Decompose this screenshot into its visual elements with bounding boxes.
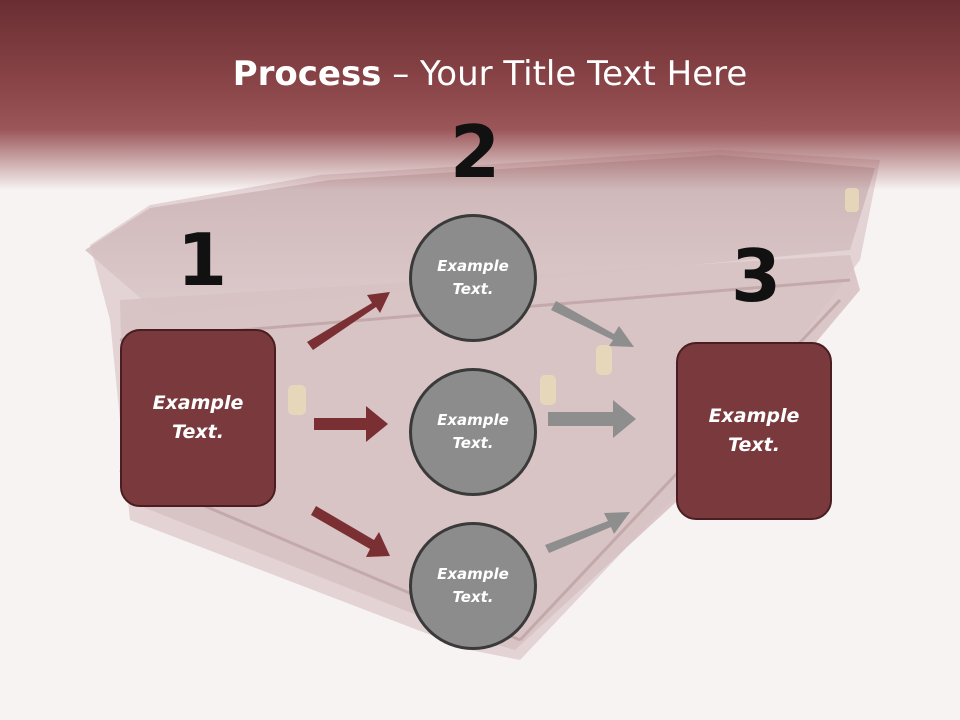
step-number-2: 2: [450, 110, 501, 194]
step-box-3: Example Text.: [676, 342, 832, 520]
arrow-1-to-circle-middle: [314, 406, 388, 442]
arrow-1-to-circle-bottom: [311, 506, 390, 557]
circle-top: Example Text.: [409, 214, 537, 342]
step-number-1: 1: [177, 218, 228, 302]
arrow-circle-middle-to-3: [548, 400, 636, 438]
header-band: [0, 0, 960, 190]
arrow-circle-bottom-to-3: [545, 512, 630, 553]
arrow-1-to-circle-top: [307, 292, 390, 350]
step-box-1: Example Text.: [120, 329, 276, 507]
title-rest: – Your Title Text Here: [381, 54, 748, 94]
step-number-3: 3: [731, 234, 782, 318]
slide-title: Process – Your Title Text Here: [0, 52, 960, 96]
circle-middle: Example Text.: [409, 368, 537, 496]
arrow-circle-top-to-3: [551, 301, 634, 347]
circle-bottom: Example Text.: [409, 522, 537, 650]
title-bold: Process: [232, 54, 382, 94]
